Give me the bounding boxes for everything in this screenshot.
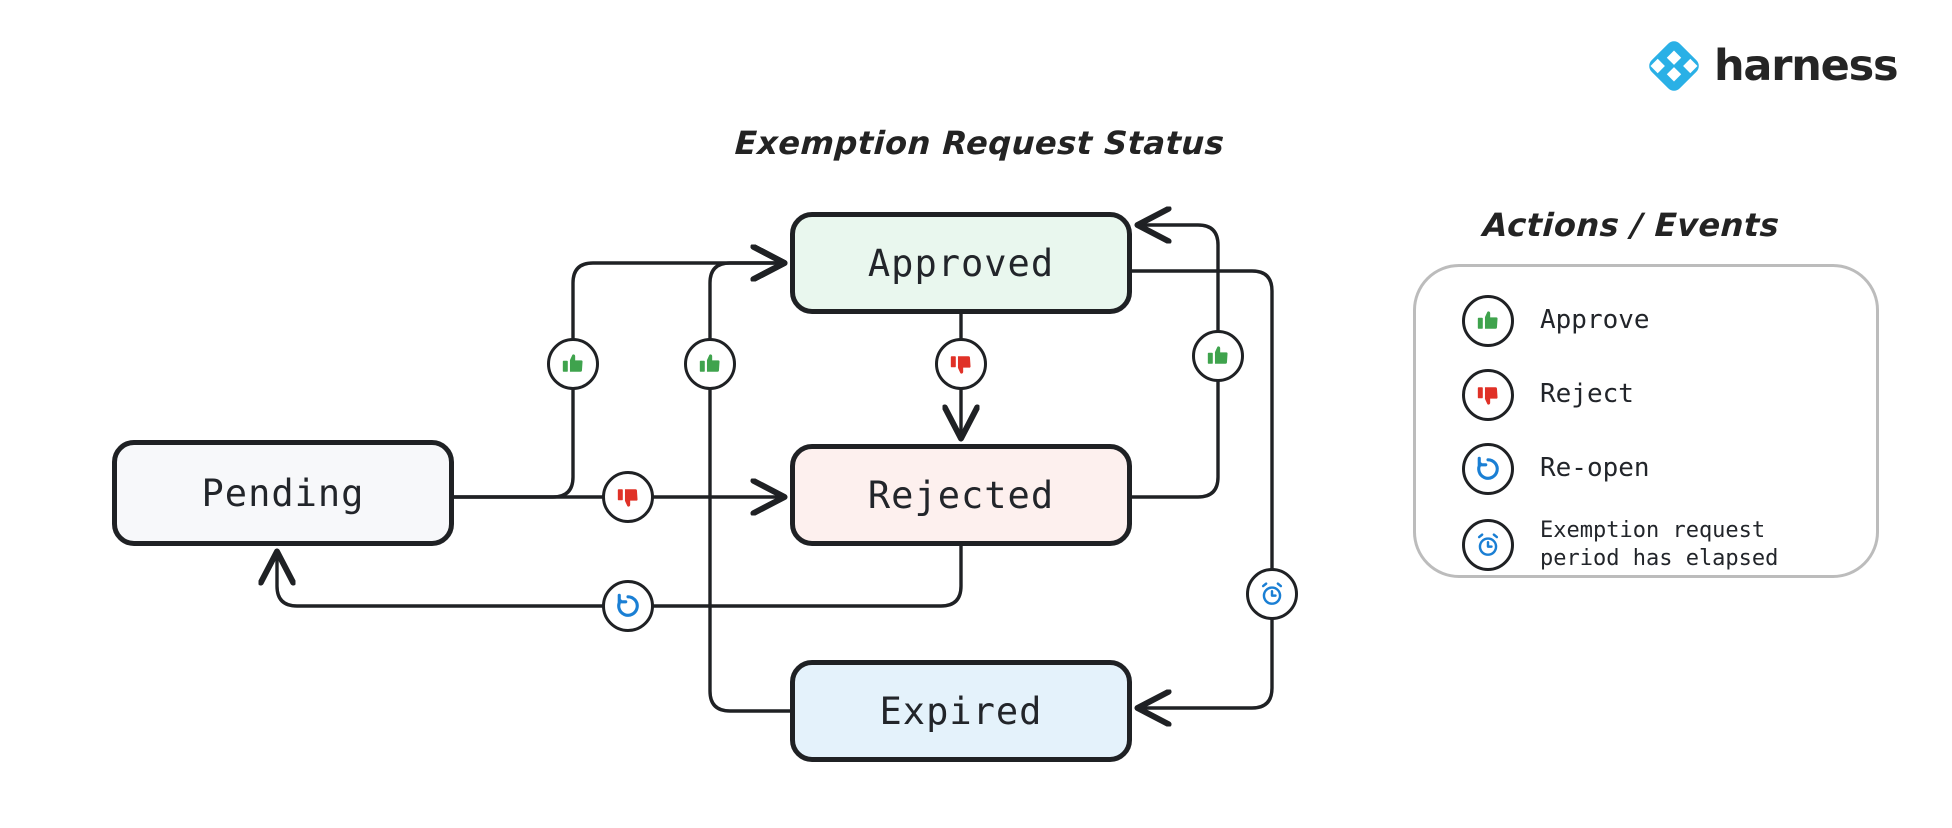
thumbs-down-icon	[950, 356, 971, 374]
thumbs-up-icon	[1207, 346, 1228, 364]
edge-badge-approve-pending[interactable]	[547, 338, 599, 390]
reopen-icon	[1477, 456, 1499, 480]
alarm-clock-icon	[1477, 533, 1499, 557]
state-node-expired[interactable]: Expired	[790, 660, 1132, 762]
legend-label-approve: Approve	[1540, 305, 1650, 336]
brand-wordmark: harness	[1714, 40, 1899, 91]
thumbs-down-icon	[1477, 387, 1498, 405]
thumbs-down-icon	[617, 489, 638, 507]
state-node-pending[interactable]: Pending	[112, 440, 454, 546]
legend-panel: Approve Reject	[1413, 264, 1879, 578]
state-label-expired: Expired	[879, 689, 1043, 733]
state-label-rejected: Rejected	[867, 473, 1055, 517]
legend-approve-badge	[1462, 295, 1514, 347]
legend-list: Approve Reject	[1462, 295, 1778, 573]
edge-badge-reopen[interactable]	[602, 580, 654, 632]
state-label-pending: Pending	[201, 471, 365, 515]
legend-title: Actions / Events	[1482, 206, 1781, 244]
legend-item-elapsed: Exemption request period has elapsed	[1462, 517, 1778, 573]
edge-pending-to-approved	[452, 263, 783, 499]
alarm-clock-icon	[1261, 582, 1283, 605]
thumbs-up-icon	[1477, 311, 1498, 329]
state-label-approved: Approved	[867, 241, 1055, 285]
legend-item-approve: Approve	[1462, 295, 1778, 347]
legend-item-reopen: Re-open	[1462, 443, 1778, 495]
thumbs-up-icon	[699, 354, 720, 372]
diagram-title: Exemption Request Status	[734, 124, 1226, 162]
legend-label-elapsed: Exemption request period has elapsed	[1540, 518, 1779, 572]
edge-badge-expired-clock[interactable]	[1246, 568, 1298, 620]
edge-badge-reject-approved[interactable]	[935, 338, 987, 390]
harness-logo: harness	[1648, 40, 1899, 92]
edge-badge-reject-pending[interactable]	[602, 471, 654, 523]
legend-elapsed-badge	[1462, 519, 1514, 572]
state-node-approved[interactable]: Approved	[790, 212, 1132, 314]
edge-expired-to-approved	[708, 263, 792, 713]
legend-item-reject: Reject	[1462, 369, 1778, 421]
edge-badge-approve-expired[interactable]	[684, 338, 736, 390]
legend-label-reopen: Re-open	[1540, 453, 1650, 484]
legend-reopen-badge	[1462, 443, 1514, 495]
harness-diamond-icon	[1649, 41, 1699, 91]
reopen-icon	[617, 593, 639, 617]
legend-label-reject: Reject	[1540, 379, 1634, 410]
state-node-rejected[interactable]: Rejected	[790, 444, 1132, 546]
edge-badge-approve-rejected[interactable]	[1192, 330, 1244, 382]
legend-reject-badge	[1462, 369, 1514, 421]
thumbs-up-icon	[562, 354, 583, 372]
